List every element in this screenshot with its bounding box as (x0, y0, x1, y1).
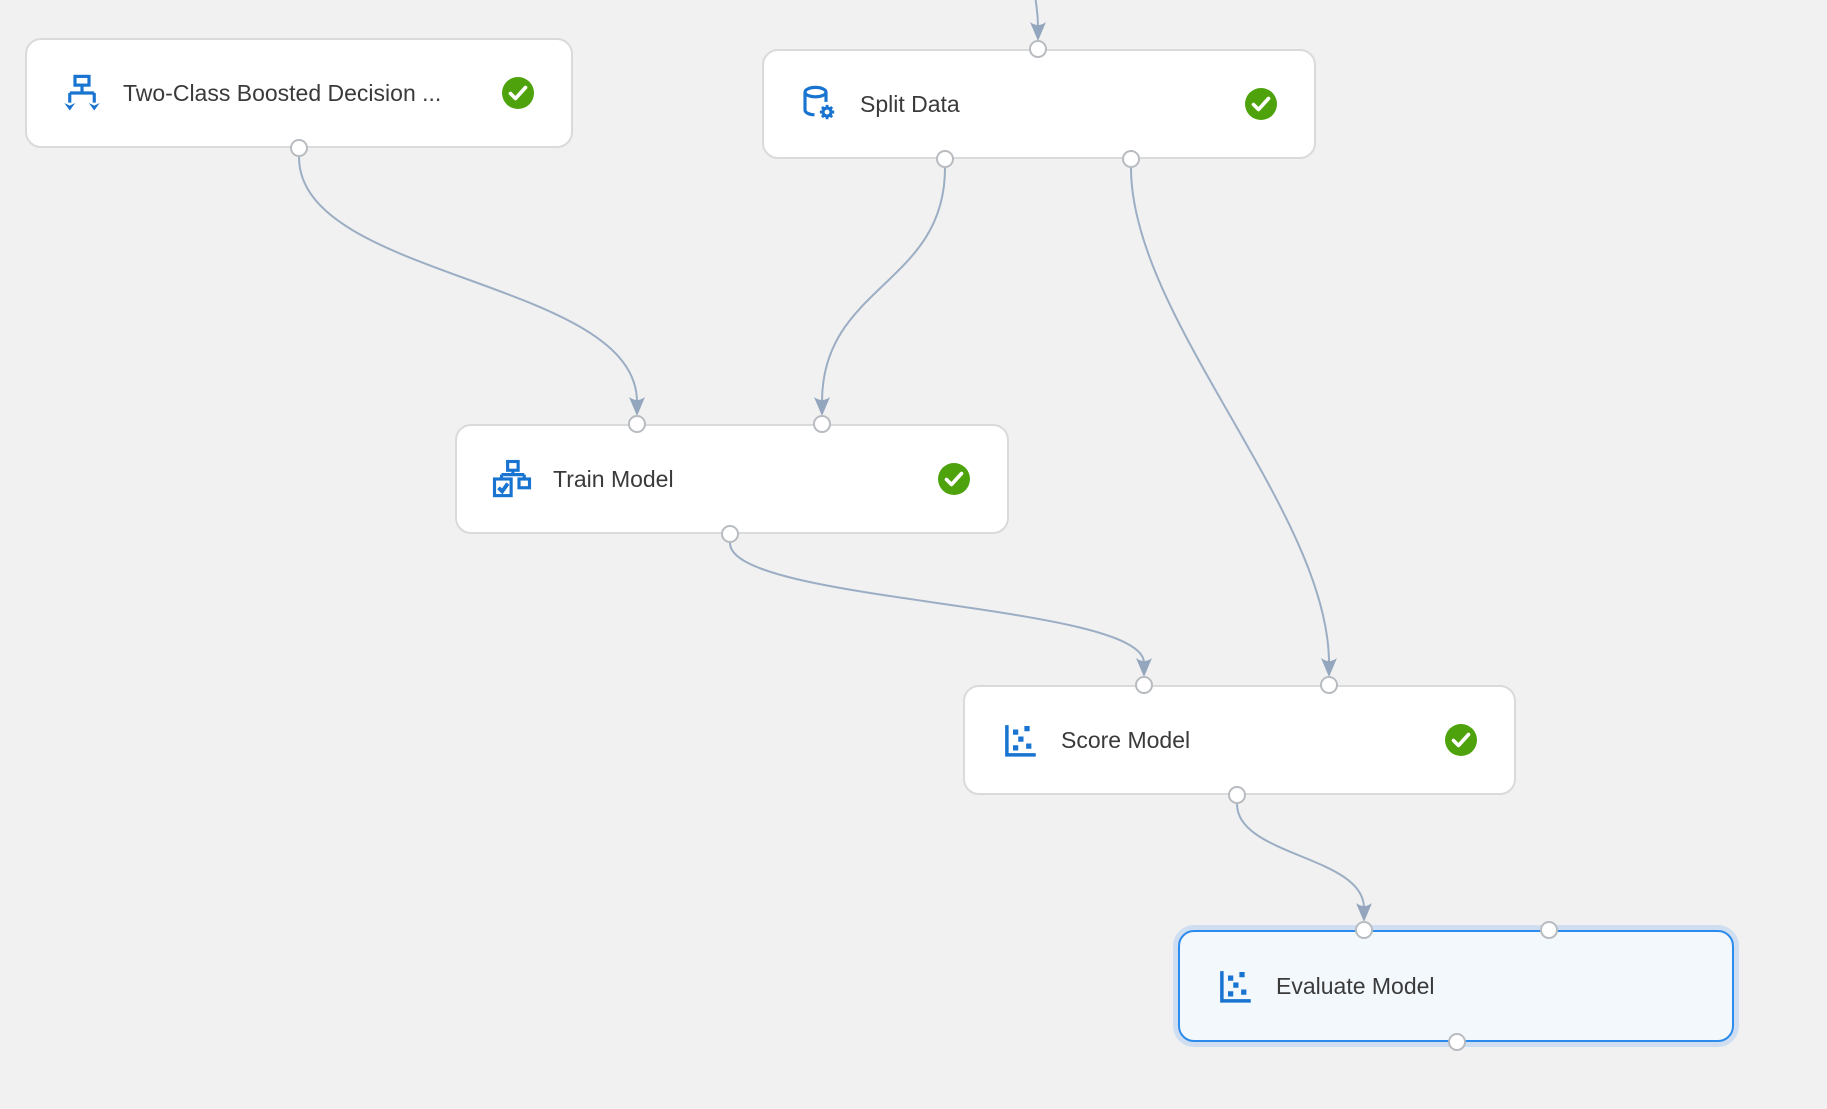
output-port-split-data[interactable] (1122, 150, 1140, 168)
edge-connector-train-to-score-left[interactable] (729, 542, 1145, 664)
edge-connector-into-split-data[interactable] (1034, 0, 1039, 28)
pipeline-node-evaluate-model[interactable]: Evaluate Model (1178, 930, 1734, 1042)
edge-arrowhead (814, 397, 830, 416)
output-port-score-model[interactable] (1228, 786, 1246, 804)
input-port-score-model[interactable] (1135, 676, 1153, 694)
edge-arrowhead (1136, 658, 1152, 677)
scatter-plot-icon (1214, 965, 1256, 1007)
node-label: Two-Class Boosted Decision ... (123, 79, 442, 106)
train-model-icon (491, 458, 533, 500)
pipeline-node-two-class-boosted-decision-tree[interactable]: Two-Class Boosted Decision ... (25, 38, 573, 148)
edge-arrowhead (1356, 903, 1372, 922)
edge-arrowhead (1321, 658, 1337, 677)
output-port-split-data[interactable] (936, 150, 954, 168)
split-data-icon (798, 83, 840, 125)
edge-connector-score-to-evaluate-left[interactable] (1236, 803, 1365, 909)
edge-connector-split-to-score-right[interactable] (1130, 167, 1330, 664)
scatter-plot-icon (999, 719, 1041, 761)
status-success-icon (1444, 723, 1478, 757)
pipeline-node-score-model[interactable]: Score Model (963, 685, 1516, 795)
node-label: Train Model (553, 465, 674, 492)
output-port-two-class-boosted-decision-tree[interactable] (290, 139, 308, 157)
edge-connector-split-to-train-right[interactable] (821, 167, 946, 403)
edge-arrowhead (1030, 22, 1046, 41)
node-label: Evaluate Model (1276, 972, 1435, 999)
input-port-train-model[interactable] (813, 415, 831, 433)
input-port-score-model[interactable] (1320, 676, 1338, 694)
pipeline-node-train-model[interactable]: Train Model (455, 424, 1009, 534)
decision-tree-icon (61, 72, 103, 114)
input-port-evaluate-model[interactable] (1355, 921, 1373, 939)
input-port-split-data[interactable] (1029, 40, 1047, 58)
input-port-evaluate-model[interactable] (1540, 921, 1558, 939)
output-port-evaluate-model[interactable] (1448, 1033, 1466, 1051)
pipeline-node-split-data[interactable]: Split Data (762, 49, 1316, 159)
status-success-icon (1244, 87, 1278, 121)
status-success-icon (937, 462, 971, 496)
input-port-train-model[interactable] (628, 415, 646, 433)
edge-connector-tree-to-train-left[interactable] (298, 156, 638, 403)
edge-arrowhead (629, 397, 645, 416)
output-port-train-model[interactable] (721, 525, 739, 543)
node-label: Split Data (860, 90, 960, 117)
node-label: Score Model (1061, 726, 1191, 753)
status-success-icon (501, 76, 535, 110)
